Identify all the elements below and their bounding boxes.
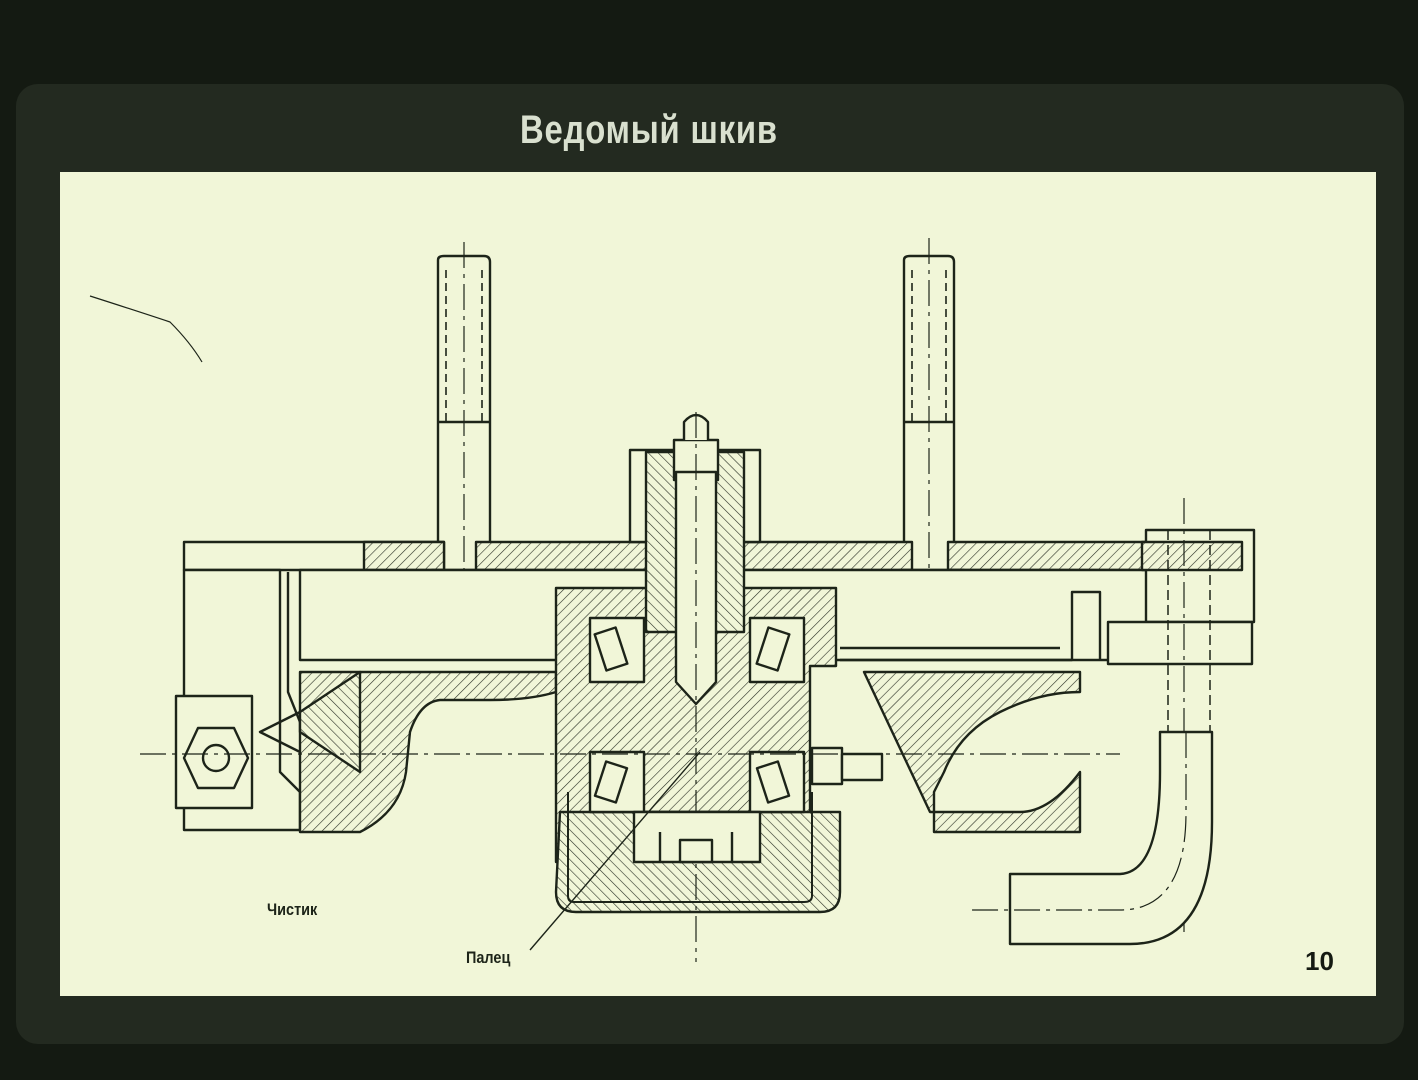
bearing-lower-left bbox=[588, 750, 646, 814]
drain-pipe bbox=[972, 730, 1214, 946]
left-bracket bbox=[174, 568, 306, 832]
belt-guard bbox=[840, 590, 1102, 662]
pin-label: Палец bbox=[466, 948, 511, 967]
slide-title: Ведомый шкив bbox=[520, 108, 778, 152]
pin-leader bbox=[529, 751, 701, 951]
page-number: 10 bbox=[1305, 946, 1334, 976]
bearing-lower-right bbox=[748, 750, 806, 814]
drawing-sheet: Чистик Палец 10 bbox=[60, 172, 1376, 996]
fitting-nut bbox=[1106, 498, 1256, 932]
driven-pulley-cross-section bbox=[89, 238, 1256, 962]
bearing-upper-right bbox=[748, 616, 806, 684]
left-stud bbox=[436, 242, 492, 612]
bearing-upper-left bbox=[588, 616, 646, 684]
bottom-cover bbox=[632, 810, 762, 864]
cleaner-label: Чистик bbox=[267, 900, 318, 919]
right-stud bbox=[902, 238, 956, 612]
axle bbox=[674, 412, 718, 962]
